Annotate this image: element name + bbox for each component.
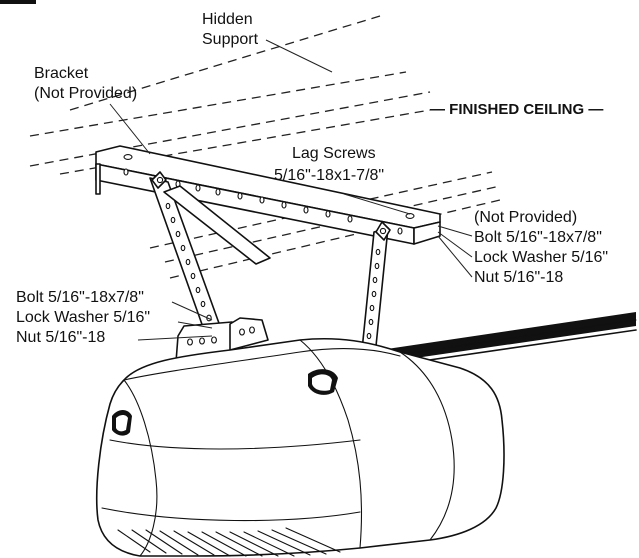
diagram-labels: Hidden Support Bracket (Not Provided) — … <box>16 11 608 346</box>
right-hanger-strap <box>361 221 391 351</box>
label-lag-screws-line1: Lag Screws <box>292 145 376 162</box>
label-bracket-line1: Bracket <box>34 65 89 82</box>
clipped-heading-fragment <box>0 0 36 4</box>
label-finished-ceiling: — FINISHED CEILING — <box>430 101 603 118</box>
angle-bracket <box>95 145 441 245</box>
label-right-not-provided: (Not Provided) <box>474 209 577 226</box>
diagonal-brace <box>163 185 271 265</box>
label-right-bolt: Bolt 5/16"-18x7/8" <box>474 229 602 246</box>
vent-grille <box>117 527 341 557</box>
label-right-nut: Nut 5/16"-18 <box>474 269 563 286</box>
bracket-holes <box>123 168 403 235</box>
label-lag-screws-line2: 5/16"-18x1-7/8" <box>274 167 384 184</box>
label-hidden-support-line2: Support <box>202 31 259 48</box>
label-right-lock-washer: Lock Washer 5/16" <box>474 249 608 266</box>
label-left-nut: Nut 5/16"-18 <box>16 329 105 346</box>
label-bracket-line2: (Not Provided) <box>34 85 137 102</box>
label-left-lock-washer: Lock Washer 5/16" <box>16 309 150 326</box>
label-left-bolt: Bolt 5/16"-18x7/8" <box>16 289 144 306</box>
opener-motor-head <box>95 337 505 557</box>
leader-lines <box>109 39 473 341</box>
label-hidden-support-line1: Hidden <box>202 11 253 28</box>
